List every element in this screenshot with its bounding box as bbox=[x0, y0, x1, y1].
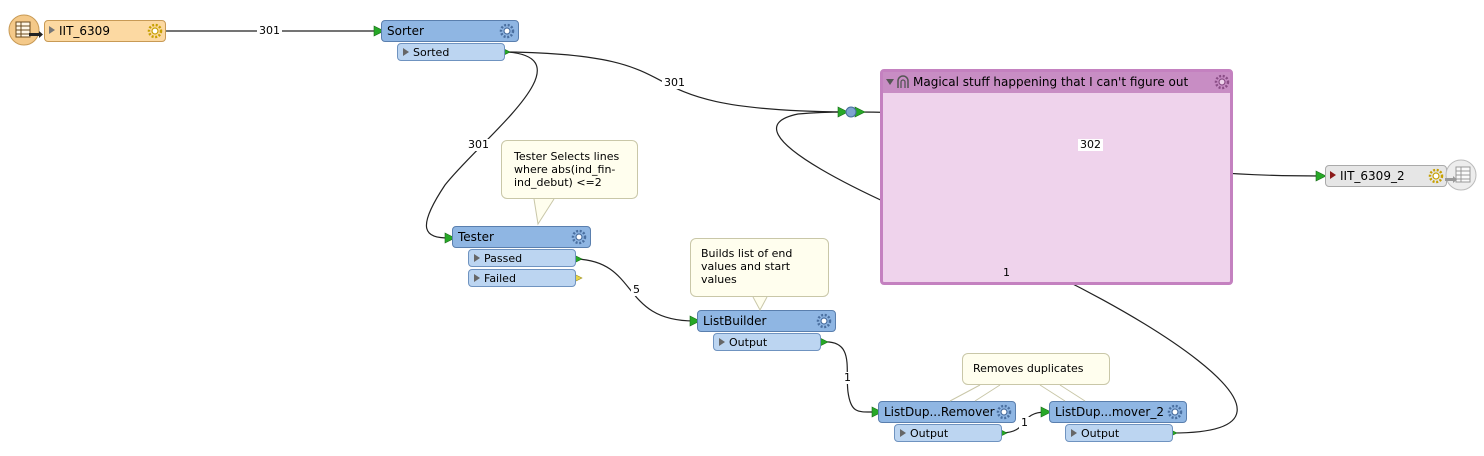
expand-arrow-icon bbox=[403, 48, 409, 56]
port-label: Sorted bbox=[413, 46, 450, 59]
expand-arrow-icon bbox=[474, 274, 480, 282]
wire-listbuilder-dupremover bbox=[822, 341, 878, 413]
reader-name: IIT_6309 bbox=[59, 24, 110, 38]
annotation-dupremover[interactable]: Removes duplicates bbox=[962, 353, 1110, 385]
expand-arrow-icon bbox=[900, 429, 906, 437]
connector-in-dupremover bbox=[871, 406, 883, 418]
reader-feature-type[interactable]: IIT_6309 bbox=[8, 14, 166, 46]
listbuilder-transformer[interactable]: ListBuilder Output bbox=[697, 310, 836, 352]
listdupremover2-header[interactable]: ListDup...mover_2 bbox=[1049, 401, 1187, 423]
port-label: Failed bbox=[484, 272, 516, 285]
transformer-name: Tester bbox=[458, 230, 494, 244]
annotation-line: Builds list of end bbox=[701, 247, 793, 260]
junction-point bbox=[845, 106, 857, 118]
annotation-line: where abs(ind_fin- bbox=[514, 163, 616, 176]
wire-count-label: 301 bbox=[662, 76, 687, 89]
transformer-name: ListBuilder bbox=[703, 314, 767, 328]
expand-arrow-icon bbox=[719, 338, 725, 346]
reader-header[interactable]: IIT_6309 bbox=[44, 20, 166, 42]
output-port-output[interactable]: Output bbox=[1065, 424, 1173, 442]
output-port-sorted[interactable]: Sorted bbox=[397, 43, 505, 61]
gear-icon[interactable] bbox=[1428, 168, 1444, 184]
port-label: Output bbox=[910, 427, 949, 440]
listdupremover-header[interactable]: ListDup...Remover bbox=[878, 401, 1016, 423]
connector-in-listbuilder bbox=[689, 315, 701, 327]
connector-in-writer bbox=[1315, 170, 1327, 182]
wire-count-label: 1 bbox=[842, 371, 853, 384]
gear-icon[interactable] bbox=[816, 313, 832, 329]
output-port-output[interactable]: Output bbox=[894, 424, 1002, 442]
wire-count-label: 301 bbox=[466, 138, 491, 151]
connector-in-sorter bbox=[373, 25, 385, 37]
output-port-failed[interactable]: Failed bbox=[468, 269, 576, 287]
gear-icon[interactable] bbox=[996, 404, 1012, 420]
annotation-listbuilder[interactable]: Builds list of end values and start valu… bbox=[690, 238, 829, 297]
writer-name: IIT_6309_2 bbox=[1340, 169, 1405, 183]
collapse-arrow-icon[interactable] bbox=[886, 79, 894, 85]
expand-arrow-icon bbox=[1071, 429, 1077, 437]
annotation-line: values and start bbox=[701, 260, 791, 273]
gear-icon[interactable] bbox=[1167, 404, 1183, 420]
connector-in-tester bbox=[444, 232, 456, 244]
annotation-line: Removes duplicates bbox=[973, 362, 1084, 375]
expand-arrow-icon bbox=[474, 254, 480, 262]
transformer-name: ListDup...mover_2 bbox=[1055, 405, 1164, 419]
port-label: Output bbox=[1081, 427, 1120, 440]
wire-count-label: 1 bbox=[1019, 416, 1030, 429]
writer-table-icon bbox=[1445, 159, 1477, 191]
expand-arrow-icon[interactable] bbox=[49, 26, 55, 34]
writer-header[interactable]: IIT_6309_2 bbox=[1325, 165, 1447, 187]
annotation-pointer bbox=[533, 198, 555, 226]
sorter-header[interactable]: Sorter bbox=[381, 20, 519, 42]
annotation-tester[interactable]: Tester Selects lines where abs(ind_fin- … bbox=[501, 140, 638, 199]
writer-feature-type[interactable]: IIT_6309_2 bbox=[1325, 159, 1477, 191]
annotation-line: values bbox=[701, 273, 737, 286]
bookmark-title: Magical stuff happening that I can't fig… bbox=[913, 75, 1189, 89]
wire-count-label: 5 bbox=[631, 283, 642, 296]
listdupremover2-transformer[interactable]: ListDup...mover_2 Output bbox=[1049, 401, 1187, 443]
output-port-passed[interactable]: Passed bbox=[468, 249, 576, 267]
gear-icon[interactable] bbox=[499, 23, 515, 39]
annotation-pointer bbox=[752, 296, 768, 312]
annotation-line: ind_debut) <=2 bbox=[514, 176, 602, 189]
listbuilder-header[interactable]: ListBuilder bbox=[697, 310, 836, 332]
port-label: Passed bbox=[484, 252, 523, 265]
gear-icon[interactable] bbox=[571, 229, 587, 245]
tester-transformer[interactable]: Tester Passed Failed bbox=[452, 226, 591, 288]
transformer-name: Sorter bbox=[387, 24, 424, 38]
wire-count-label: 1 bbox=[1003, 266, 1010, 279]
bookmark-region[interactable]: Magical stuff happening that I can't fig… bbox=[880, 69, 1233, 285]
sorter-transformer[interactable]: Sorter Sorted bbox=[381, 20, 519, 62]
connector-in-junction bbox=[837, 106, 849, 118]
reader-table-icon bbox=[8, 14, 43, 46]
wire-count-label: 301 bbox=[257, 24, 282, 37]
expand-arrow-icon[interactable] bbox=[1330, 171, 1336, 179]
bookmark-header[interactable]: Magical stuff happening that I can't fig… bbox=[883, 72, 1230, 93]
transformer-name: ListDup...Remover bbox=[884, 405, 995, 419]
output-port-output[interactable]: Output bbox=[713, 333, 821, 351]
wire-sorter-tester bbox=[425, 51, 538, 239]
annotation-pointer bbox=[949, 384, 1086, 402]
annotation-line: Tester Selects lines bbox=[514, 150, 620, 163]
gear-icon[interactable] bbox=[1214, 74, 1230, 90]
bookmark-icon bbox=[897, 75, 909, 88]
wire-count-label: 302 bbox=[1078, 138, 1103, 151]
port-label: Output bbox=[729, 336, 768, 349]
listdupremover-transformer[interactable]: ListDup...Remover Output bbox=[878, 401, 1016, 443]
tester-header[interactable]: Tester bbox=[452, 226, 591, 248]
gear-icon[interactable] bbox=[147, 23, 163, 39]
connector-in-dupremover2 bbox=[1040, 406, 1052, 418]
